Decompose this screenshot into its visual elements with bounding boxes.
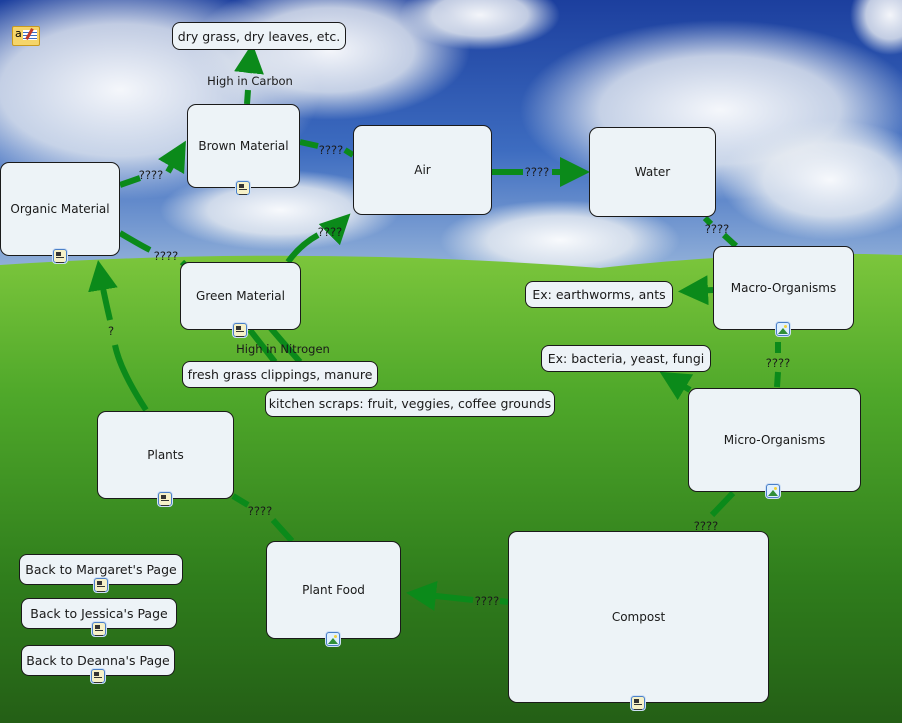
concept-label: Organic Material [10, 202, 110, 216]
link-plantfood-plants [231, 493, 295, 544]
link-label: ???? [474, 594, 500, 608]
link-label: ???? [138, 168, 164, 182]
link-compost-plantfood [418, 594, 509, 602]
concept-label: Compost [611, 610, 666, 624]
concept-label: Macro-Organisms [730, 281, 837, 295]
concept-macro-organisms[interactable]: Macro-Organisms [713, 246, 854, 330]
link-label: ???? [153, 249, 179, 263]
note-edit-icon[interactable]: a [12, 26, 40, 46]
concept-label: dry grass, dry leaves, etc. [177, 28, 341, 44]
image-resource-icon[interactable] [326, 632, 340, 646]
link-macro-earthworms [678, 275, 714, 306]
link-organic-brown [119, 151, 180, 188]
link-label: High in Carbon [207, 74, 293, 88]
concept-plants[interactable]: Plants [97, 411, 234, 499]
concept-label: Ex: bacteria, yeast, fungi [547, 351, 705, 366]
concept-label: Plant Food [302, 583, 365, 597]
link-brown-air [299, 139, 355, 158]
link-label: ???? [317, 225, 343, 239]
document-resource-icon[interactable] [94, 578, 108, 592]
document-resource-icon[interactable] [233, 323, 247, 337]
concept-label: Air [414, 163, 431, 177]
concept-green-material[interactable]: Green Material [180, 262, 301, 330]
concept-label: Brown Material [198, 139, 289, 153]
link-label: Back to Jessica's Page [30, 606, 168, 621]
link-macro-micro [774, 342, 781, 388]
back-to-margaret-link[interactable]: Back to Margaret's Page [19, 554, 183, 585]
link-label: ???? [704, 222, 730, 236]
document-resource-icon[interactable] [158, 492, 172, 506]
link-label: ???? [765, 356, 791, 370]
image-resource-icon[interactable] [776, 322, 790, 336]
document-resource-icon[interactable] [631, 696, 645, 710]
document-resource-icon[interactable] [53, 249, 67, 263]
link-label: ???? [693, 519, 719, 533]
link-green-nitrogen-1 [247, 328, 278, 364]
concept-kitchen-scraps[interactable]: kitchen scraps: fruit, veggies, coffee g… [265, 390, 555, 417]
concept-label: Plants [147, 448, 184, 462]
concept-water[interactable]: Water [589, 127, 716, 217]
text-a-glyph: a [15, 27, 22, 40]
link-micro-bacteria [659, 371, 694, 401]
concept-label: Ex: earthworms, ants [532, 287, 666, 302]
link-green-nitrogen-2 [265, 323, 303, 364]
concept-micro-organisms[interactable]: Micro-Organisms [688, 388, 861, 492]
concept-label: Micro-Organisms [723, 433, 826, 447]
link-label: ???? [524, 165, 550, 179]
concept-fresh-grass[interactable]: fresh grass clippings, manure [182, 361, 378, 388]
concept-brown-material[interactable]: Brown Material [187, 104, 300, 188]
concept-label: Water [634, 165, 671, 179]
concept-compost[interactable]: Compost [508, 531, 769, 703]
link-label: ???? [247, 504, 273, 518]
link-green-air [285, 222, 342, 264]
concept-earthworms[interactable]: Ex: earthworms, ants [525, 281, 673, 308]
image-resource-icon[interactable] [766, 484, 780, 498]
link-plants-organic [100, 272, 149, 412]
link-label: ???? [318, 143, 344, 157]
concept-air[interactable]: Air [353, 125, 492, 215]
concept-plant-food[interactable]: Plant Food [266, 541, 401, 639]
concept-bacteria[interactable]: Ex: bacteria, yeast, fungi [541, 345, 711, 372]
concept-label: fresh grass clippings, manure [187, 367, 373, 382]
back-to-deanna-link[interactable]: Back to Deanna's Page [21, 645, 175, 676]
concept-dry-grass[interactable]: dry grass, dry leaves, etc. [172, 22, 346, 50]
concept-label: kitchen scraps: fruit, veggies, coffee g… [268, 396, 552, 411]
document-resource-icon[interactable] [91, 669, 105, 683]
link-label: Back to Margaret's Page [25, 562, 177, 577]
concept-organic-material[interactable]: Organic Material [0, 162, 120, 256]
document-resource-icon[interactable] [236, 181, 250, 195]
link-brown-dry [247, 55, 251, 105]
link-label: ? [107, 324, 115, 338]
link-label: Back to Deanna's Page [26, 653, 170, 668]
concept-label: Green Material [196, 289, 285, 303]
link-micro-compost [709, 490, 736, 518]
document-resource-icon[interactable] [92, 622, 106, 636]
link-label: High in Nitrogen [236, 342, 330, 356]
link-water-macro [702, 215, 739, 249]
